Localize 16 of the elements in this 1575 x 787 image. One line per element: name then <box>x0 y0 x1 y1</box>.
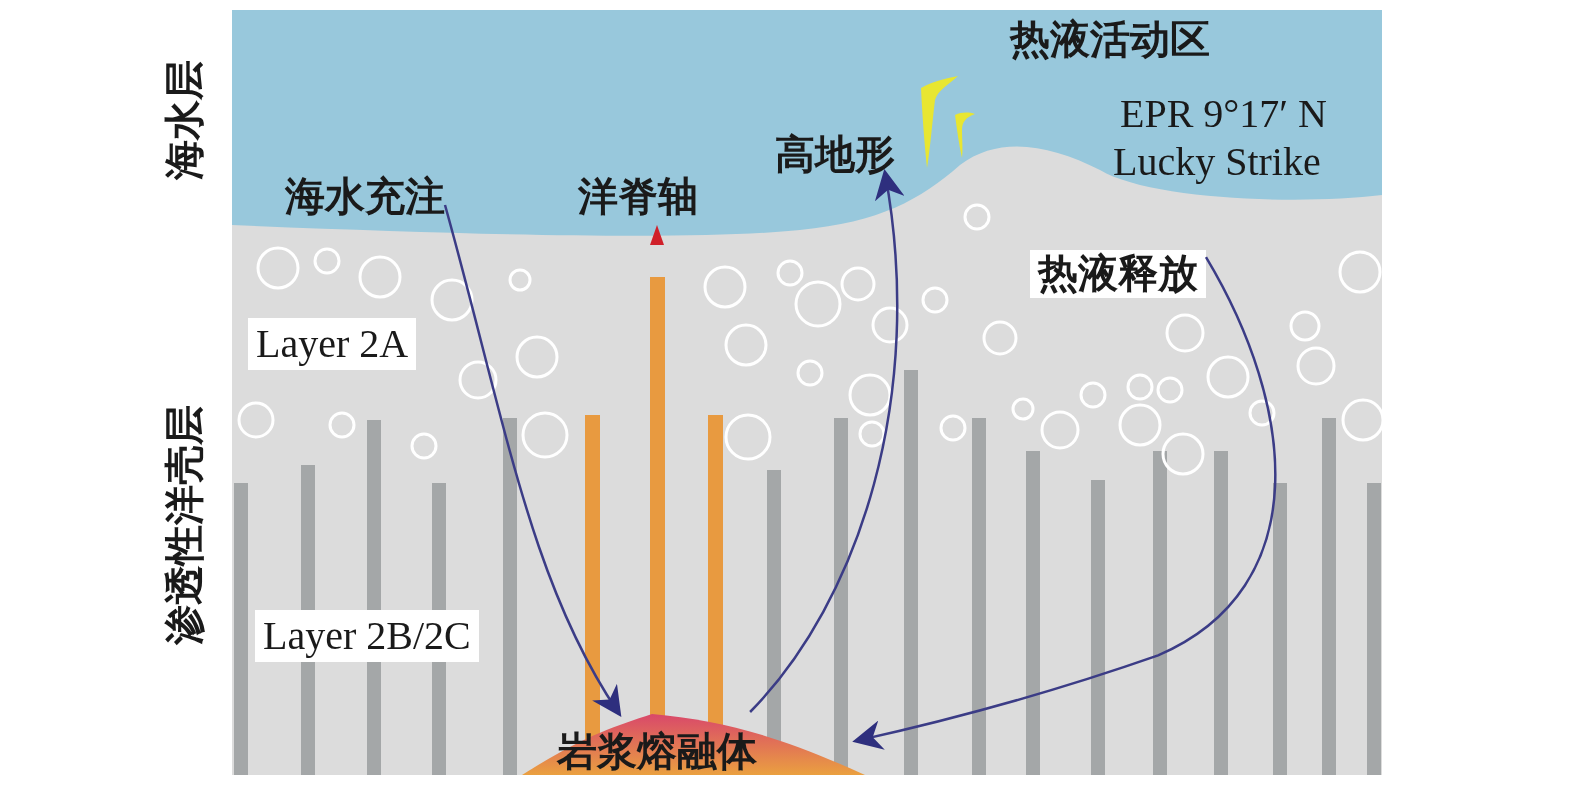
site-label: Lucky Strike <box>1113 140 1321 184</box>
arrow <box>852 256 1277 750</box>
region-label: 热液活动区 <box>1010 20 1210 60</box>
process-label: 海水充注 <box>285 177 445 217</box>
layer-label: Layer 2B/2C <box>255 610 479 662</box>
magma-body <box>522 712 865 775</box>
site-label: EPR 9°17′ N <box>1120 92 1327 136</box>
process-label: 热液释放 <box>1030 250 1206 298</box>
layer-label: 海水层 <box>165 60 205 180</box>
axis-label: 洋脊轴 <box>578 177 698 217</box>
arrow <box>443 204 622 718</box>
magma-label: 岩浆熔融体 <box>557 732 757 772</box>
layer-label: 渗透性洋壳层 <box>165 405 205 645</box>
arrow <box>749 169 904 713</box>
layer-label: Layer 2A <box>248 318 417 370</box>
process-label: 高地形 <box>775 135 895 175</box>
